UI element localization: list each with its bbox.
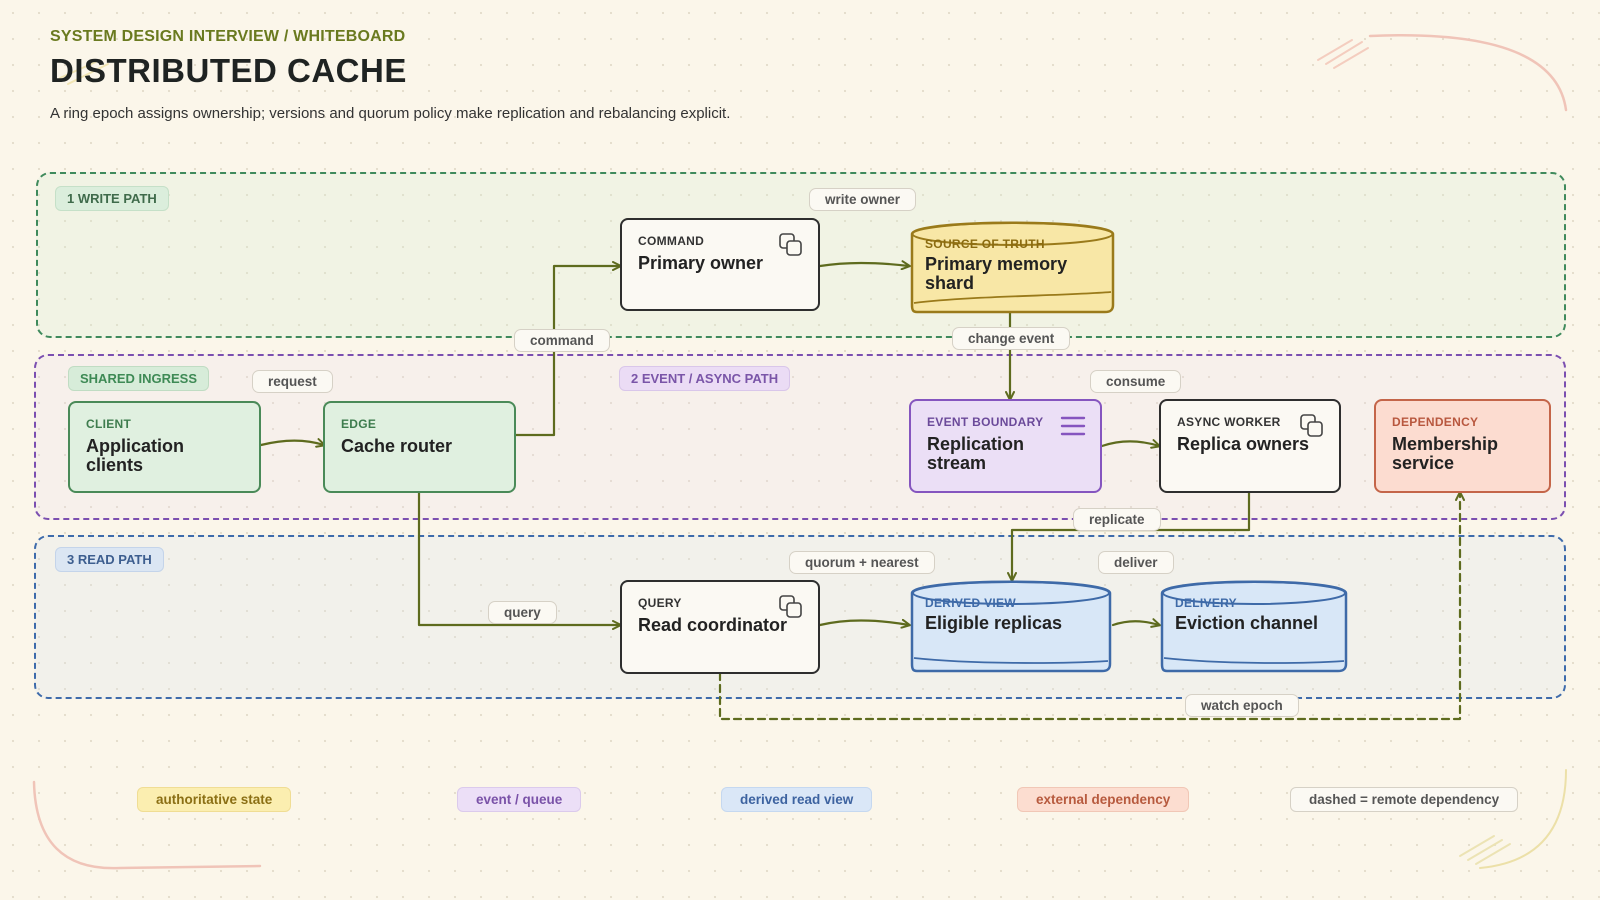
edge-query bbox=[417, 491, 622, 630]
edge-label-change-event: change event bbox=[952, 327, 1071, 350]
node-kind: EVENT BOUNDARY bbox=[927, 415, 1044, 429]
node-read-coordinator[interactable]: QUERY Read coordinator bbox=[620, 580, 820, 674]
node-kind: DEPENDENCY bbox=[1392, 415, 1479, 429]
legend-external-dependency: external dependency bbox=[1017, 787, 1190, 812]
edge-quorum-nearest bbox=[818, 618, 911, 629]
node-name: Primary memory shard bbox=[925, 254, 1068, 293]
node-primary-owner[interactable]: COMMAND Primary owner bbox=[620, 218, 820, 311]
node-name: Membership service bbox=[1392, 434, 1499, 473]
node-kind: EDGE bbox=[341, 417, 377, 431]
node-name: Primary owner bbox=[638, 253, 764, 273]
node-name: Read coordinator bbox=[638, 615, 788, 635]
legend-derived-read-view: derived read view bbox=[721, 787, 873, 812]
page-title: DISTRIBUTED CACHE bbox=[50, 52, 407, 89]
node-name: Eviction channel bbox=[1175, 613, 1319, 633]
edge-label-write-owner: write owner bbox=[809, 188, 917, 211]
edge-label-request: request bbox=[252, 370, 333, 393]
shared-ingress-label: SHARED INGRESS bbox=[68, 366, 210, 391]
edge-label-quorum-nearest: quorum + nearest bbox=[789, 551, 935, 574]
page-subtitle: A ring epoch assigns ownership; versions… bbox=[50, 105, 731, 122]
copy-icon bbox=[779, 233, 802, 256]
edge-consume bbox=[1100, 439, 1161, 449]
node-name: Eligible replicas bbox=[925, 613, 1063, 633]
node-primary-memory-shard[interactable]: SOURCE OF TRUTH Primary memory shard bbox=[909, 221, 1116, 314]
copy-icon bbox=[779, 595, 802, 618]
node-kind: QUERY bbox=[638, 596, 682, 610]
edge-deliver bbox=[1111, 618, 1161, 628]
edge-request bbox=[259, 438, 326, 448]
node-replication-stream[interactable]: EVENT BOUNDARY Replication stream bbox=[909, 399, 1102, 493]
node-eligible-replicas[interactable]: DERIVED VIEW Eligible replicas bbox=[909, 580, 1113, 673]
edge-label-consume: consume bbox=[1090, 370, 1182, 393]
node-name: Application clients bbox=[86, 436, 184, 475]
edge-label-replicate: replicate bbox=[1073, 508, 1161, 531]
node-kind: ASYNC WORKER bbox=[1177, 415, 1281, 429]
legend-authoritative-state: authoritative state bbox=[137, 787, 292, 812]
cylinder-shape bbox=[910, 221, 1115, 314]
node-membership-service[interactable]: DEPENDENCY Membership service bbox=[1374, 399, 1551, 493]
node-application-clients[interactable]: CLIENT Application clients bbox=[68, 401, 261, 493]
legend-remote-dependency: dashed = remote dependency bbox=[1290, 787, 1519, 812]
cylinder-shape bbox=[910, 580, 1112, 673]
edge-label-command: command bbox=[514, 329, 610, 352]
node-kind: CLIENT bbox=[86, 417, 132, 431]
node-replica-owners[interactable]: ASYNC WORKER Replica owners bbox=[1159, 399, 1341, 493]
node-kind: DERIVED VIEW bbox=[925, 596, 1016, 610]
copy-icon bbox=[1300, 414, 1323, 437]
write-path-label: 1 WRITE PATH bbox=[55, 186, 169, 211]
cylinder-shape bbox=[1160, 580, 1348, 673]
async-path-label: 2 EVENT / ASYNC PATH bbox=[619, 366, 791, 391]
node-cache-router[interactable]: EDGE Cache router bbox=[323, 401, 516, 493]
node-eviction-channel[interactable]: DELIVERY Eviction channel bbox=[1159, 580, 1349, 673]
menu-icon bbox=[1060, 416, 1086, 436]
edge-label-query: query bbox=[488, 601, 557, 624]
node-kind: DELIVERY bbox=[1175, 596, 1237, 610]
read-path-label: 3 READ PATH bbox=[55, 547, 164, 572]
legend-event-queue: event / queue bbox=[457, 787, 582, 812]
node-name: Cache router bbox=[341, 436, 453, 456]
edge-watch-epoch bbox=[718, 491, 1465, 721]
edge-label-watch-epoch: watch epoch bbox=[1185, 694, 1299, 717]
node-kind: SOURCE OF TRUTH bbox=[925, 237, 1045, 251]
page-kicker: SYSTEM DESIGN INTERVIEW / WHITEBOARD bbox=[50, 28, 406, 45]
node-name: Replica owners bbox=[1177, 434, 1310, 454]
edge-write-owner bbox=[818, 260, 911, 271]
node-kind: COMMAND bbox=[638, 234, 705, 248]
edge-label-deliver: deliver bbox=[1098, 551, 1174, 574]
node-name: Replication stream bbox=[927, 434, 1025, 473]
